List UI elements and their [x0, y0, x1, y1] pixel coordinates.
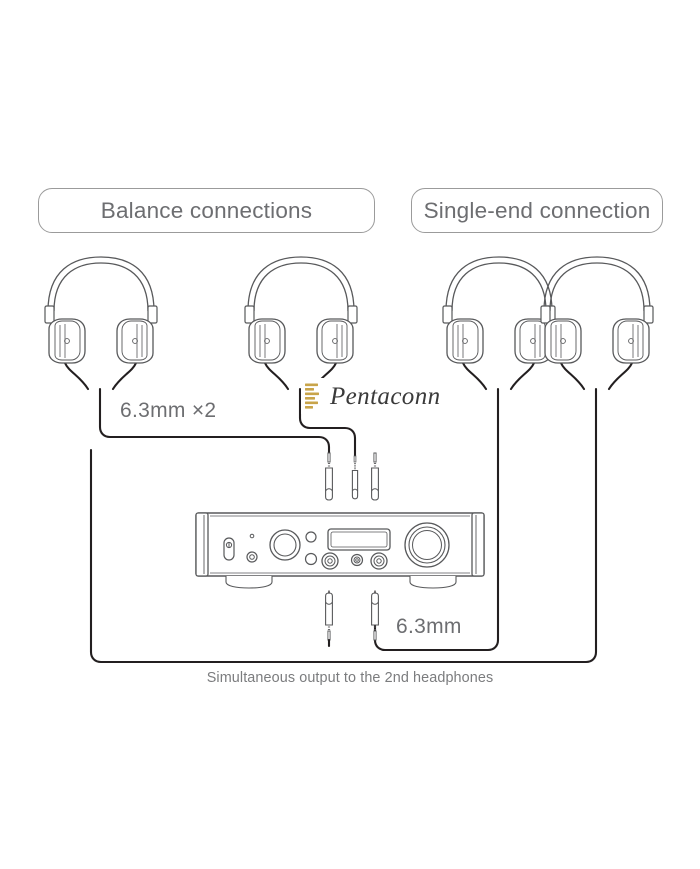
plug-44mm-pentaconn [351, 455, 359, 500]
button-upper [305, 531, 317, 543]
power-switch [223, 537, 235, 561]
headphone-jack-center [350, 553, 364, 567]
pentaconn-brand-name: Pentaconn [330, 382, 441, 410]
input-selector-knob [269, 529, 301, 561]
dimension-label-63mm: 6.3mm [396, 615, 462, 638]
plug-63mm-right [371, 452, 379, 501]
label-balance-text: Balance connections [100, 197, 313, 223]
dimension-label-63mm-x2: 6.3mm ×2 [120, 399, 217, 422]
headphone-balanced-1 [44, 256, 158, 364]
plug-63mm-bottom-left [325, 592, 333, 641]
headphone-jack-right [370, 552, 388, 570]
label-single-end-connection: Single-end connection [411, 188, 663, 233]
headphone-balanced-2 [244, 256, 358, 364]
plug-63mm-left [325, 452, 333, 501]
volume-knob [404, 522, 450, 568]
label-single-text: Single-end connection [423, 197, 651, 223]
headphone-jack-left [321, 552, 339, 570]
plug-63mm-bottom-right [371, 592, 379, 641]
label-balance-connections: Balance connections [38, 188, 375, 233]
button-lower [304, 552, 318, 566]
diagram-caption: Simultaneous output to the 2nd headphone… [206, 670, 494, 686]
indicator-led [249, 533, 255, 539]
pentaconn-logo: Pentaconn [301, 378, 443, 414]
small-jack [246, 551, 258, 563]
display-screen [327, 528, 391, 551]
pentaconn-5-mark-icon [305, 383, 319, 409]
headphone-amplifier [195, 512, 485, 589]
headphone-single-2 [540, 256, 654, 364]
headphone-single-1 [442, 256, 556, 364]
